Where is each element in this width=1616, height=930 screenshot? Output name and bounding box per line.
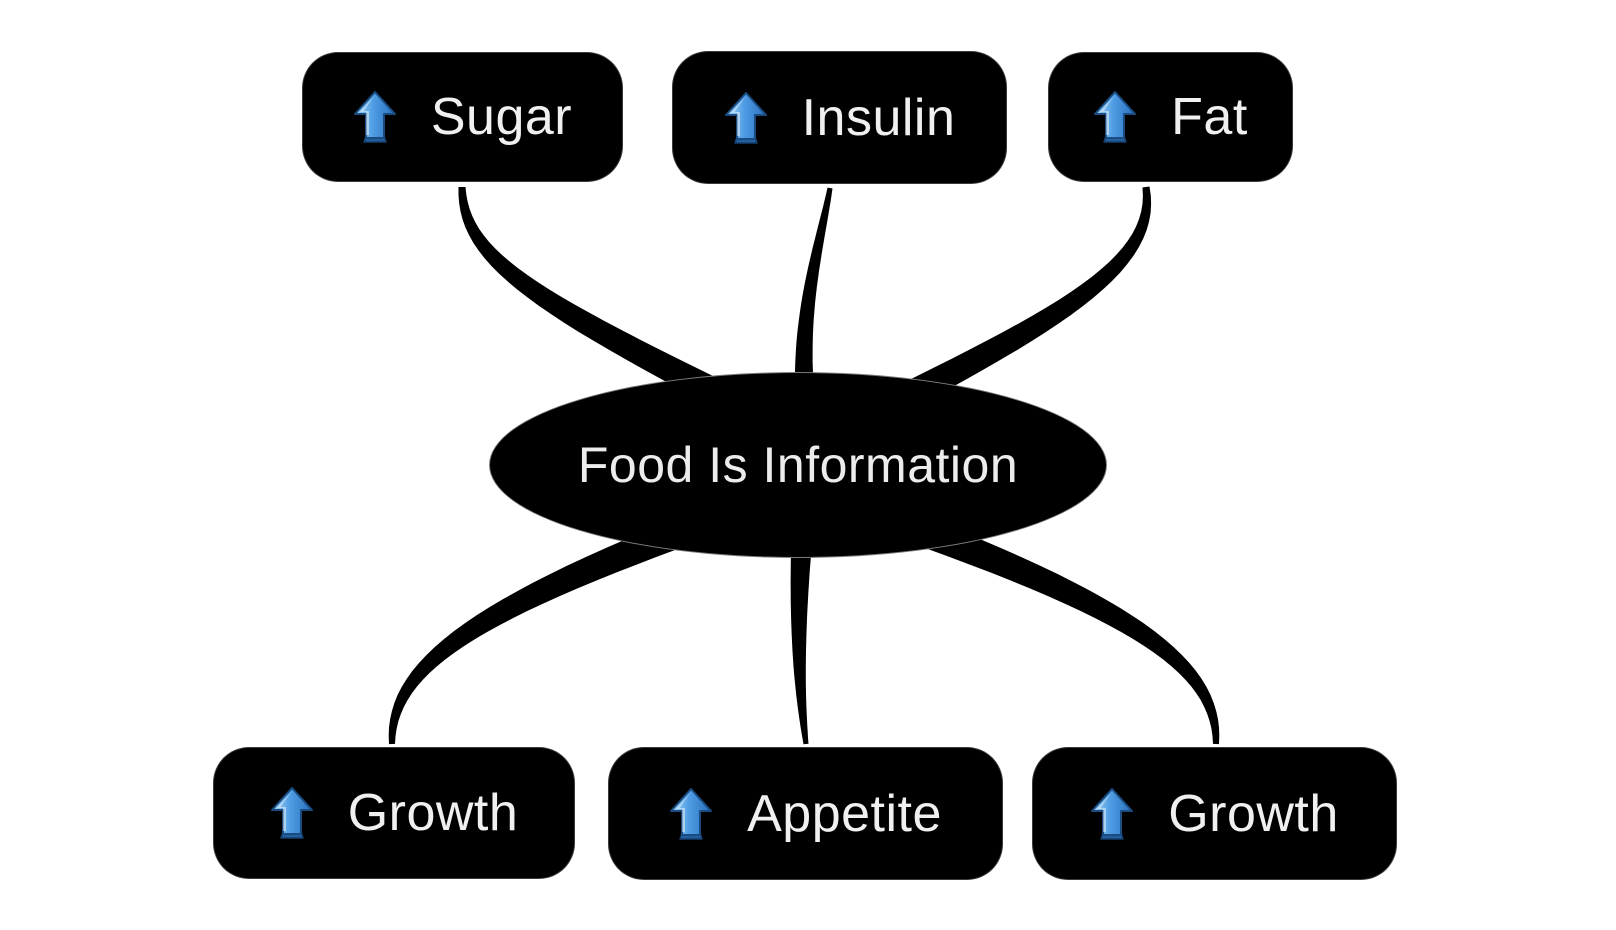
up-arrow-icon xyxy=(353,90,397,144)
up-arrow-icon xyxy=(669,787,713,841)
topic-node-growth-left[interactable]: Growth xyxy=(213,747,575,879)
topic-label: Growth xyxy=(347,784,519,842)
topic-node-growth-right[interactable]: Growth xyxy=(1032,747,1397,880)
topic-label: Growth xyxy=(1168,784,1339,843)
topic-label: Insulin xyxy=(801,88,956,147)
up-arrow-icon xyxy=(1093,90,1137,144)
up-arrow-icon xyxy=(270,786,314,840)
topic-label: Fat xyxy=(1171,88,1248,146)
central-topic-node[interactable]: Food Is Information xyxy=(489,372,1107,558)
connector-insulin xyxy=(795,187,833,411)
topic-label: Sugar xyxy=(430,88,573,146)
topic-node-insulin[interactable]: Insulin xyxy=(672,51,1007,184)
topic-node-fat[interactable]: Fat xyxy=(1048,52,1293,182)
up-arrow-icon xyxy=(724,91,768,145)
topic-node-sugar[interactable]: Sugar xyxy=(302,52,623,182)
central-topic-label: Food Is Information xyxy=(577,437,1019,493)
connector-appetite xyxy=(790,519,814,745)
topic-label: Appetite xyxy=(747,784,942,843)
up-arrow-icon xyxy=(1090,787,1134,841)
topic-node-appetite[interactable]: Appetite xyxy=(608,747,1003,880)
